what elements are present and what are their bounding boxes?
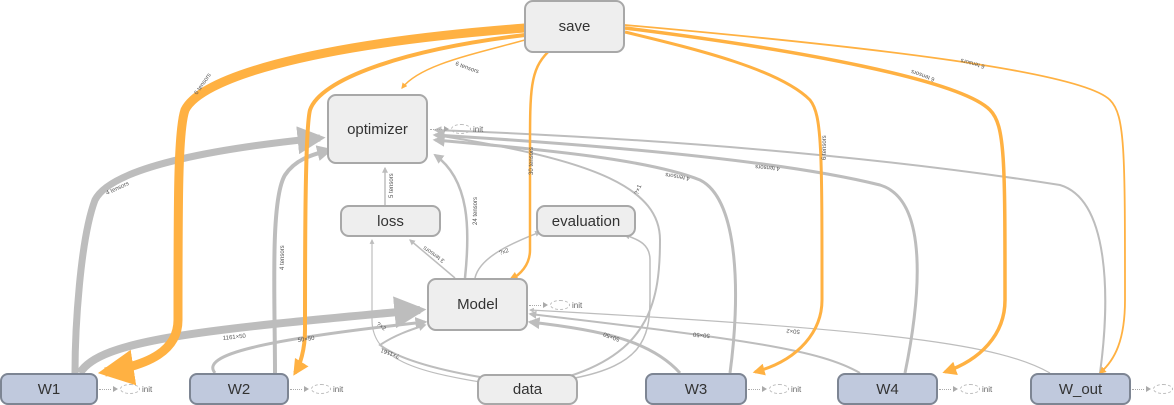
edge-data-evaluation [574,233,651,379]
edge-label: 4 tensors [755,163,780,171]
edge-label: 50×50 [297,336,315,344]
edge-label: ?×2 [375,322,387,333]
init-connector [99,388,111,390]
node-w_out[interactable]: W_out [1030,373,1131,405]
edge-label: 50×50 [602,330,621,342]
node-save[interactable]: save [524,0,625,53]
edge-save-w4 [624,26,1007,375]
node-label: loss [377,212,404,230]
edge-save-w1 [97,23,526,386]
arrow-icon [444,126,449,132]
edge-label: 50×2 [786,327,801,334]
edge-w3-model [527,317,682,375]
init-label: init [791,384,802,394]
init-connector [1132,388,1144,390]
edge-label: ?×1 [634,183,643,195]
init-w1[interactable]: init [99,384,152,394]
init-connector [748,388,760,390]
init-connector [529,304,541,306]
init-label: init [473,124,484,134]
init-w3[interactable]: init [748,384,801,394]
init-model[interactable]: init [529,300,582,310]
node-w1[interactable]: W1 [0,373,98,405]
node-label: optimizer [347,120,408,138]
edge-model-loss [409,239,456,279]
edge-save-w_out [624,24,1126,374]
arrow-icon [1146,386,1151,392]
init-label: init [142,384,153,394]
init-connector [939,388,951,390]
init-label: init [333,384,344,394]
edge-label: 24 tensors [473,197,479,225]
edge-data-model [378,323,481,378]
edge-save-w3 [624,30,824,376]
node-label: W2 [227,380,251,398]
node-model[interactable]: Model [427,278,528,331]
init-node-icon [1153,384,1173,394]
node-label: data [512,381,543,398]
edge-save-w2 [293,33,526,376]
init-connector [290,388,302,390]
node-w4[interactable]: W4 [837,373,938,405]
edge-save-optimizer [401,39,526,89]
node-label: W4 [876,380,899,398]
node-optimizer[interactable]: optimizer [327,94,428,164]
edge-label: 4 tensors [280,245,286,270]
edge-w_out-model [529,307,1051,374]
init-node-icon [451,124,471,134]
arrow-icon [762,386,767,392]
init-label: init [982,384,993,394]
edge-label: ?×1161 [379,346,400,359]
edge-label: 6 tensors [960,57,985,69]
edge-label: 5 tensors [389,173,395,198]
edge-w4-model [528,310,861,374]
init-optimizer[interactable]: init [430,124,483,134]
edge-w_out-optimizer [433,126,1107,374]
edge-model-optimizer [433,153,469,279]
init-node-icon [550,300,570,310]
init-w2[interactable]: init [290,384,343,394]
init-node-icon [311,384,331,394]
node-w2[interactable]: W2 [189,373,289,405]
node-data[interactable]: data [477,374,578,405]
init-node-icon [960,384,980,394]
arrow-icon [543,302,548,308]
node-label: Model [457,296,498,313]
init-label: init [572,300,583,310]
edge-label: 50×50 [692,330,710,338]
init-connector [430,128,442,130]
edge-model-evaluation [474,230,542,279]
node-label: save [558,18,591,35]
node-label: W1 [37,380,61,398]
node-label: W3 [684,380,708,398]
arrow-icon [113,386,118,392]
node-w3[interactable]: W3 [645,373,747,405]
edge-label: 4 tensors [665,171,690,181]
init-w4[interactable]: init [939,384,992,394]
edge-w3-optimizer [432,134,738,374]
edge-label: 6 tensors [454,61,479,75]
edge-data-loss [369,239,481,383]
node-evaluation[interactable]: evaluation [536,205,636,237]
init-w_out[interactable]: init [1132,384,1174,394]
edge-w4-optimizer [432,129,919,374]
node-label: W_out [1058,380,1103,398]
node-loss[interactable]: loss [340,205,441,237]
init-node-icon [120,384,140,394]
edge-label: 30 tensors [529,147,535,175]
node-label: evaluation [551,212,621,230]
edge-label: ?x2 [499,248,511,257]
arrow-icon [304,386,309,392]
init-node-icon [769,384,789,394]
edge-label: 6 tensors [822,135,828,160]
edge-label: 1161×50 [223,334,247,342]
edge-w2-model [211,317,428,374]
edge-w1-optimizer [71,126,326,374]
arrow-icon [953,386,958,392]
edge-save-model [508,51,549,282]
